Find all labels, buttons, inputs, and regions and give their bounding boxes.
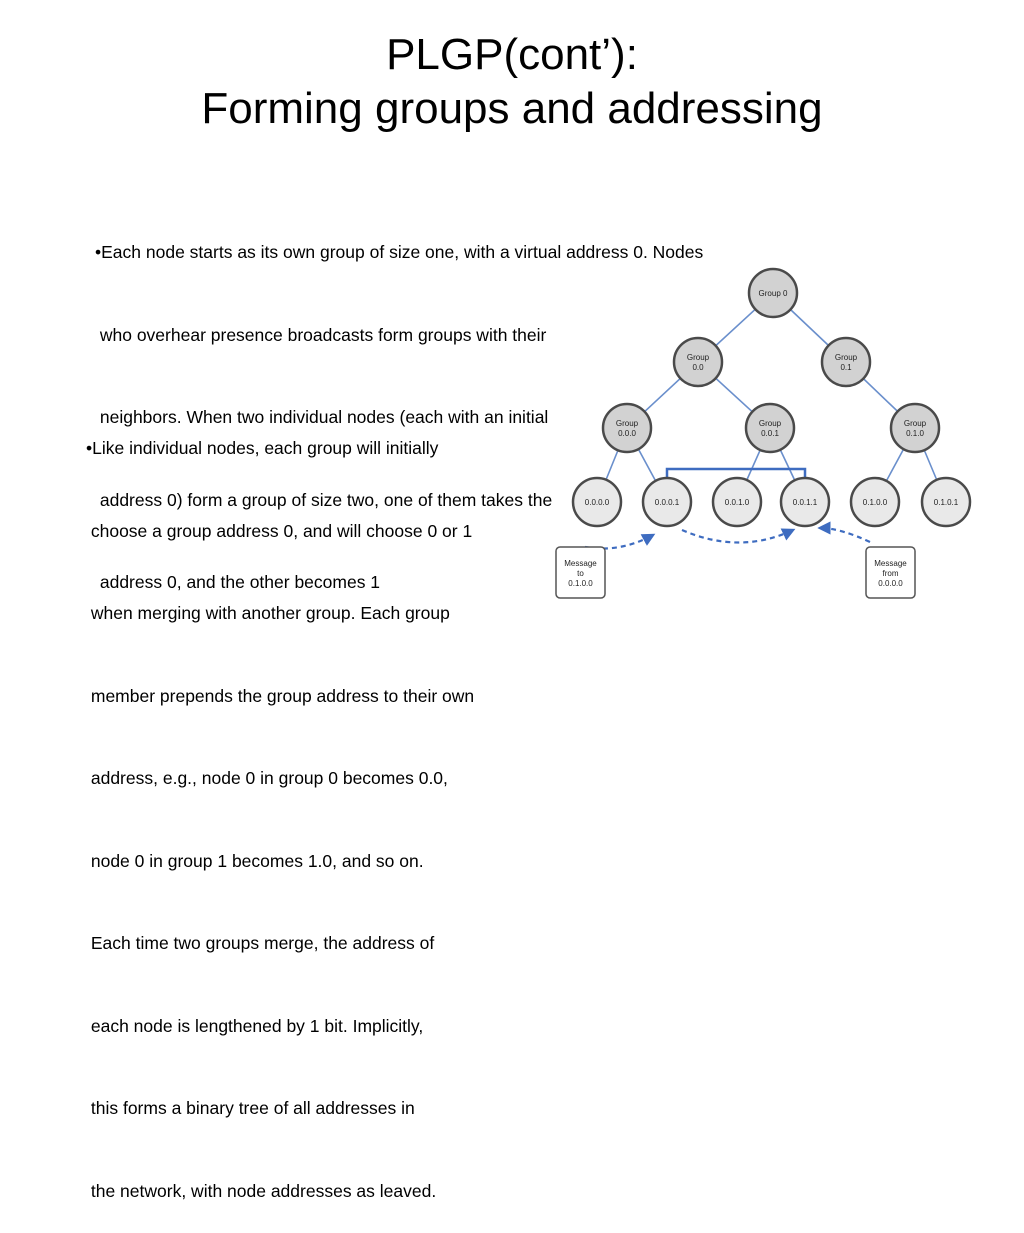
leaf-address: 0.0.0.1 — [655, 498, 680, 507]
message-direction: to — [577, 569, 584, 578]
group-0-0-0-node: Group 0.0.0 — [601, 402, 653, 454]
leaf-node: 0.0.1.1 — [779, 476, 831, 528]
group-0-1-node: Group 0.1 — [820, 336, 872, 388]
leaf-node: 0.0.0.1 — [641, 476, 693, 528]
message-address: 0.1.0.0 — [568, 579, 593, 588]
bullet-line: •Each node starts as its own group of si… — [95, 242, 704, 262]
bullet-line: •Like individual nodes, each group will … — [86, 438, 439, 458]
address-tree-diagram: Group 0 Group 0.0 Group 0.1 Group 0.0.0 … — [555, 267, 972, 599]
leaf-node: 0.1.0.1 — [920, 476, 972, 528]
message-label: Message — [564, 559, 597, 568]
route-arrow — [584, 533, 656, 550]
node-label: Group — [687, 353, 710, 362]
bullet-line: Each time two groups merge, the address … — [86, 933, 435, 953]
bullet-line: who overhear presence broadcasts form gr… — [95, 324, 547, 345]
node-address: 0.0.1 — [761, 429, 779, 438]
title-line-2: Forming groups and addressing — [201, 84, 823, 133]
title-line-1: PLGP(cont’): — [386, 30, 638, 79]
node-label: Group 0 — [759, 289, 788, 298]
node-label: Group — [759, 419, 782, 428]
bullet-line: when merging with another group. Each gr… — [86, 603, 450, 623]
node-address: 0.1 — [840, 363, 852, 372]
group-0-node: Group 0 — [747, 267, 799, 319]
bullet-line: address, e.g., node 0 in group 0 becomes… — [86, 768, 448, 788]
node-label: Group — [835, 353, 858, 362]
group-0-0-1-node: Group 0.0.1 — [744, 402, 796, 454]
leaf-address: 0.0.1.0 — [725, 498, 750, 507]
node-address: 0.0.0 — [618, 429, 636, 438]
message-from-box: Message from 0.0.0.0 — [865, 546, 916, 599]
bullet-group-formation: •Each node starts as its own group of si… — [95, 184, 703, 624]
route-arrow — [817, 521, 871, 543]
bullet-line: the network, with node addresses as leav… — [86, 1180, 437, 1201]
bullet-line: address 0) form a group of size two, one… — [95, 489, 553, 510]
node-address: 0.0 — [692, 363, 704, 372]
slide-title: PLGP(cont’): Forming groups and addressi… — [0, 28, 1024, 136]
node-address: 0.1.0 — [906, 429, 924, 438]
node-label: Group — [616, 419, 639, 428]
leaf-address: 0.0.1.1 — [793, 498, 818, 507]
group-0-1-0-node: Group 0.1.0 — [889, 402, 941, 454]
message-to-box: Message to 0.1.0.0 — [555, 546, 606, 599]
leaf-address: 0.0.0.0 — [585, 498, 610, 507]
bullet-line: address 0, and the other becomes 1 — [95, 572, 381, 592]
group-0-0-node: Group 0.0 — [672, 336, 724, 388]
route-arrow — [681, 528, 796, 544]
bullet-line: this forms a binary tree of all addresse… — [86, 1098, 415, 1118]
bullet-line: neighbors. When two individual nodes (ea… — [95, 407, 549, 427]
tree-edges — [596, 292, 947, 503]
node-label: Group — [904, 419, 927, 428]
leaf-address: 0.1.0.0 — [863, 498, 888, 507]
message-address: 0.0.0.0 — [878, 579, 903, 588]
bullet-line: each node is lengthened by 1 bit. Implic… — [86, 1015, 424, 1036]
message-label: Message — [874, 559, 907, 568]
bullet-line: node 0 in group 1 becomes 1.0, and so on… — [86, 850, 424, 871]
leaf-address: 0.1.0.1 — [934, 498, 959, 507]
leaf-node: 0.1.0.0 — [849, 476, 901, 528]
leaf-node: 0.0.1.0 — [711, 476, 763, 528]
leaf-node: 0.0.0.0 — [571, 476, 623, 528]
bullet-line: member prepends the group address to the… — [86, 685, 475, 706]
bullet-line: choose a group address 0, and will choos… — [86, 520, 473, 541]
message-direction: from — [883, 569, 899, 578]
